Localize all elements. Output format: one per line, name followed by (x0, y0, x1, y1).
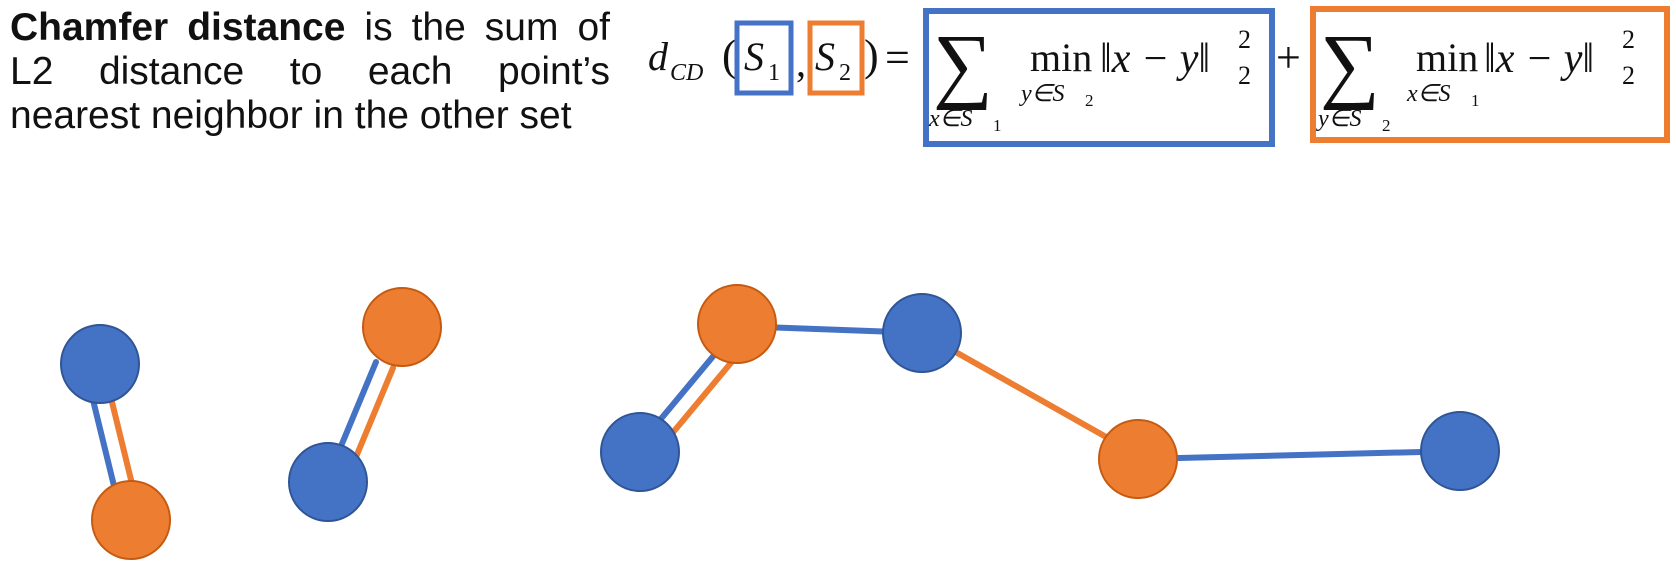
term1-norm-subscript: 2 (1238, 61, 1251, 90)
description-bold-term: Chamfer distance (10, 6, 346, 49)
formula-d-subscript: CD (670, 60, 703, 86)
term1-min: min (1030, 35, 1092, 80)
term1-norm: ‖x − y‖ (1100, 36, 1210, 82)
term2-min: min (1416, 35, 1478, 80)
formula-s1: S (744, 34, 764, 79)
term1-sum-symbol: ∑ (933, 18, 993, 111)
orange-link-orange4-to-blue4 (919, 330, 1141, 458)
s1-point (60, 324, 140, 404)
description-text: is the sum of L2 distance to each point’… (10, 6, 610, 137)
term1-min-subscript-index: 2 (1085, 91, 1094, 110)
s2-highlight-box (807, 20, 865, 96)
term2-norm: ‖x − y‖ (1484, 36, 1594, 82)
formula-s2: S (815, 34, 835, 79)
s1-point (1420, 411, 1500, 491)
chamfer-formula: d CD ( S 1 , S 2 ) = ∑ x∈S 1 min y∈S 2 ‖… (648, 6, 1670, 147)
set-s1-points (60, 293, 1500, 522)
term2-sum-subscript-index: 2 (1382, 116, 1391, 135)
term2-sum-symbol: ∑ (1320, 18, 1380, 111)
s1-point (600, 412, 680, 492)
formula-s2-subscript: 2 (839, 60, 851, 86)
s2-point (362, 287, 442, 367)
term2-norm-subscript: 2 (1622, 61, 1635, 90)
formula-open-paren: ( (722, 31, 737, 80)
blue-link-blue6-to-orange4 (1135, 448, 1463, 462)
term1-sum-subscript-index: 1 (993, 116, 1002, 135)
s1-point (288, 442, 368, 522)
term2-min-subscript: x∈S (1406, 81, 1451, 107)
s1-point (882, 293, 962, 373)
formula-d: d (648, 34, 669, 79)
s2-point (1098, 419, 1178, 499)
formula-equals: = (885, 33, 910, 82)
chamfer-description: Chamfer distance is the sum of L2 distan… (10, 6, 610, 138)
s1-highlight-box (734, 20, 794, 96)
formula-s1-subscript: 1 (768, 60, 780, 86)
formula-comma: , (796, 40, 806, 85)
term1-highlight-box (923, 8, 1275, 147)
term1-norm-superscript: 2 (1238, 25, 1251, 54)
s2-point (697, 284, 777, 364)
blue-link-pair1 (90, 397, 118, 493)
formula-plus: + (1276, 33, 1301, 82)
formula-close-paren: ) (864, 31, 879, 80)
set-s2-points (91, 284, 1178, 560)
nearest-neighbor-diagram (60, 284, 1500, 560)
s2-point (91, 480, 171, 560)
term2-norm-superscript: 2 (1622, 25, 1635, 54)
term1-min-subscript: y∈S (1019, 81, 1065, 107)
orange-link-pair1 (108, 395, 136, 491)
term2-min-subscript-index: 1 (1471, 91, 1480, 110)
term2-sum-subscript: y∈S (1316, 106, 1362, 132)
term2-highlight-box (1310, 6, 1670, 143)
term1-sum-subscript: x∈S (928, 106, 973, 132)
